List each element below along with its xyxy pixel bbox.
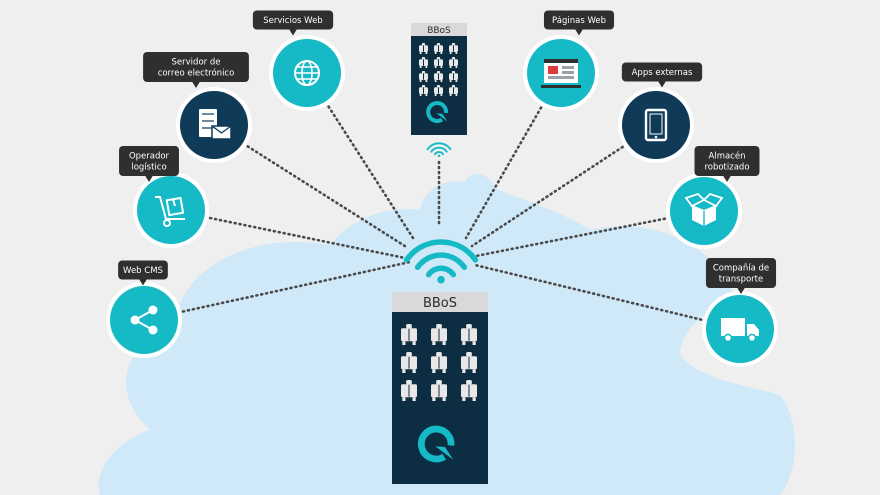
node-paginas-web[interactable]: Páginas Web [523,10,615,112]
small-tower-cabinets [419,43,458,96]
globe-icon [294,60,320,86]
cabinet-icon [401,324,417,345]
cabinet-icon [401,352,417,373]
node-circle [110,286,178,354]
small-wifi-icon [426,142,452,158]
node-label-line: Servicios Web [263,16,322,26]
bubble-background [143,52,249,82]
node-label-line: Compañía de [713,264,769,274]
small-tower-header [411,23,467,36]
cabinet-icon [461,380,477,401]
cabinet-icon [419,43,428,54]
bubble-tail [737,287,745,294]
bubble-tail [658,81,666,88]
truck-icon [721,318,759,343]
large-tower-label: BBoS [423,296,457,311]
cabinet-icon [434,71,443,82]
connection-line-operador-logistico [169,208,407,260]
node-circle [622,91,690,159]
q-logo-icon [426,100,449,124]
cabinet-icon [431,324,447,345]
small-tower-label: BBoS [427,26,451,36]
connection-line-servidor-correo [212,123,410,250]
bubble-tail [723,175,731,182]
cabinet-icon [434,85,443,96]
connection-line-almacen-robotizado [474,209,706,258]
connection-line-web-cms [142,260,412,322]
node-label-line: Páginas Web [552,16,606,26]
cabinet-icon [449,85,458,96]
cabinet-icon [419,85,428,96]
wifi-icon [403,239,479,284]
node-label-line: Servidor de [172,58,221,68]
bubble-tail [289,29,297,36]
cabinet-icon [449,43,458,54]
tablet-icon [644,108,668,142]
bubble-background [694,146,760,176]
bubble-tail [139,279,147,286]
node-label-line: Operador [129,152,170,162]
large-tower-cabinets [401,324,477,401]
label-bubble-servicios-web: Servicios Web [252,10,334,36]
node-label-line: robotizado [704,163,749,173]
large-bbos-tower: BBoS [392,292,488,484]
large-tower-header [392,292,488,312]
mail-server-icon [199,109,232,140]
bubble-background [252,10,334,30]
node-label-line: correo electrónico [158,68,235,79]
bubble-tail [575,29,583,36]
cabinet-icon [401,380,417,401]
label-bubble-apps-externas: Apps externas [621,62,703,88]
node-label-line: Web CMS [123,266,163,276]
node-label-line: logístico [131,163,166,173]
cabinet-icon [419,71,428,82]
node-web-cms[interactable]: Web CMS [106,260,182,359]
bubble-background [705,258,777,288]
cabinet-icon [461,324,477,345]
cabinet-icon [449,71,458,82]
bubble-background [119,146,179,176]
cabinet-icon [434,57,443,68]
label-bubble-web-cms: Web CMS [118,260,168,286]
label-bubble-paginas-web: Páginas Web [543,10,615,36]
cabinet-icon [434,43,443,54]
bubble-background [118,260,168,280]
bubble-tail [145,175,153,182]
q-logo-icon [418,425,455,463]
cabinet-icon [449,57,458,68]
cabinet-icon [431,352,447,373]
node-label-line: Apps externas [632,68,693,78]
bubble-background [621,62,703,82]
node-apps-externas[interactable]: Apps externas [618,62,703,164]
cabinet-icon [431,380,447,401]
connection-line-compania-transporte [473,263,742,331]
node-circle [137,176,205,244]
share-icon [130,305,158,335]
small-bbos-tower: BBoS [411,23,467,135]
node-label-line: transporte [719,275,764,285]
hand-truck-icon [155,196,185,227]
box-icon [684,192,724,226]
cabinet-icon [461,352,477,373]
cabinet-icon [419,57,428,68]
bubble-background [543,10,615,30]
node-label-line: Almacén [709,151,746,162]
web-page-icon [541,59,581,88]
node-servicios-web[interactable]: Servicios Web [252,10,345,112]
bubble-tail [192,81,200,88]
